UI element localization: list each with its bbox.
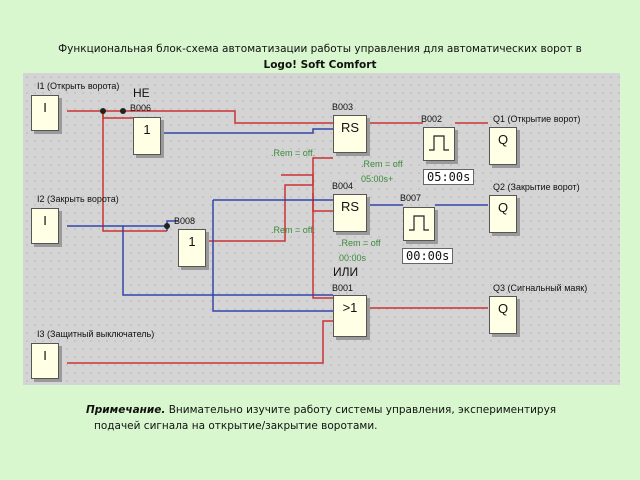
q2-symbol: Q — [497, 200, 509, 215]
pulse-icon — [409, 215, 429, 231]
note-text-1: Внимательно изучите работу системы управ… — [165, 404, 557, 416]
b006-caption: НЕ — [133, 86, 150, 100]
i2-label: I2 (Закрыть ворота) — [37, 194, 119, 204]
junction-dot — [100, 108, 106, 114]
wire-b008-b003 — [205, 157, 333, 242]
b008-symbol: 1 — [188, 234, 196, 249]
q1-symbol: Q — [497, 132, 509, 147]
b006-label: B006 — [130, 103, 152, 113]
i3-label: I3 (Защитный выключатель) — [37, 329, 155, 339]
b004-label: B004 — [332, 181, 354, 191]
wires — [67, 108, 488, 364]
b002-label: B002 — [421, 114, 443, 124]
note-bold: Примечание. — [86, 404, 166, 416]
b007-param-1: .Rem = off — [339, 238, 381, 248]
rs-block-b003[interactable]: RS — [333, 115, 367, 153]
i2-symbol: I — [43, 213, 47, 228]
b006-symbol: 1 — [143, 122, 151, 137]
b003-symbol: RS — [340, 120, 360, 135]
wire-b001-in-red — [281, 174, 333, 299]
b002-param-2: 05:00s+ — [361, 174, 394, 184]
b007-label: B007 — [400, 193, 422, 203]
note-text-2: подачей сигнала на открытие/закрытие вор… — [94, 420, 378, 432]
wire-i1-b003 — [67, 110, 333, 124]
b003-label: B003 — [332, 102, 354, 112]
wire-i1-b006 — [102, 111, 133, 119]
input-i2-block[interactable]: I — [31, 208, 59, 244]
wire-i2-b004 — [312, 193, 333, 212]
output-q2-block[interactable]: Q — [489, 195, 517, 233]
b001-symbol: >1 — [342, 300, 358, 315]
b002-param-1: .Rem = off — [361, 159, 403, 169]
diagram-title: Функциональная блок-схема автоматизации … — [20, 41, 620, 73]
not-block-b008[interactable]: 1 — [178, 229, 206, 267]
q2-label: Q2 (Закрытие ворот) — [493, 182, 580, 192]
i3-symbol: I — [43, 348, 47, 363]
wire-i2-line — [67, 220, 178, 227]
output-q1-block[interactable]: Q — [489, 127, 517, 165]
timer-block-b007[interactable] — [403, 207, 435, 241]
junction-dot — [120, 108, 126, 114]
rs-block-b004[interactable]: RS — [333, 194, 367, 232]
wire-i3 — [67, 320, 333, 364]
i1-symbol: I — [43, 100, 47, 115]
title-line-2: Logo! Soft Comfort — [263, 59, 377, 71]
b001-label: B001 — [332, 283, 354, 293]
b001-caption: ИЛИ — [333, 265, 359, 279]
b004-param: .Rem = off. — [271, 225, 316, 235]
note-heading: Примечание. Внимательно изучите работу с… — [86, 404, 556, 416]
or-block-b001[interactable]: >1 — [333, 295, 367, 337]
timer-block-b002[interactable] — [423, 127, 455, 161]
b007-timer-display: 00:00s — [402, 248, 454, 264]
b004-symbol: RS — [340, 199, 360, 214]
q3-symbol: Q — [497, 301, 509, 316]
wire-i2-b001 — [122, 226, 333, 296]
output-q3-block[interactable]: Q — [489, 296, 517, 334]
not-block-b006[interactable]: 1 — [133, 117, 161, 155]
input-i1-block[interactable]: I — [31, 95, 59, 131]
title-line-1: Функциональная блок-схема автоматизации … — [58, 43, 582, 55]
q1-label: Q1 (Открытие ворот) — [493, 114, 581, 124]
b002-timer-display: 05:00s — [423, 169, 475, 185]
wire-b006-b003 — [157, 128, 333, 134]
wire-b004-return — [212, 200, 333, 312]
q3-label: Q3 (Сигнальный маяк) — [493, 283, 588, 293]
wire-i1-down — [102, 111, 167, 232]
b003-param: .Rem = off. — [271, 148, 316, 158]
note-text: Примечание. Внимательно изучите работу с… — [86, 402, 606, 434]
b006-output-port — [159, 130, 164, 135]
diagram-canvas: I1 (Открыть ворота) I I2 (Закрыть ворота… — [23, 73, 620, 385]
junction-dot — [164, 223, 170, 229]
i1-label: I1 (Открыть ворота) — [37, 81, 120, 91]
input-i3-block[interactable]: I — [31, 343, 59, 379]
b007-param-2: 00:00s — [339, 253, 367, 263]
b008-label: B008 — [174, 216, 196, 226]
pulse-icon — [429, 135, 449, 151]
